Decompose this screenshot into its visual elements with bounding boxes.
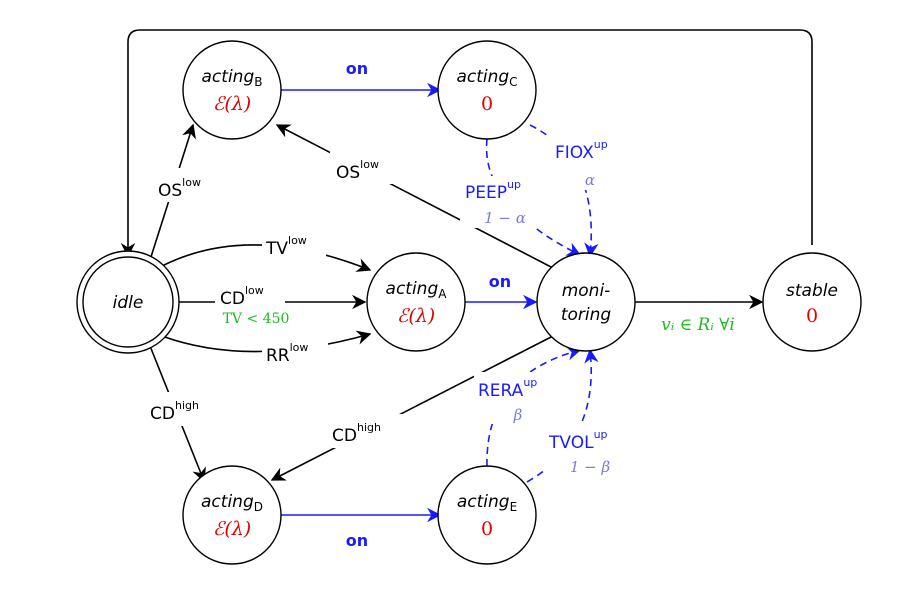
state-actingC-sub: C — [509, 75, 517, 89]
state-stable: stable 0 — [762, 252, 862, 352]
label-cd-high-1: CDhigh — [146, 392, 222, 426]
state-actingB-name: acting — [202, 67, 255, 87]
edge-idle-to-actingA-rr — [161, 330, 372, 353]
state-actingD-value: ℰ(λ) — [213, 518, 251, 540]
label-peep-up-sup: up — [507, 178, 521, 191]
state-actingA-value: ℰ(λ) — [397, 305, 435, 327]
label-os-low-2-base: OS — [336, 163, 360, 183]
label-fiox-prob: α — [585, 171, 595, 189]
svg-text:CDhigh: CDhigh — [332, 421, 381, 446]
svg-text:TVlow: TVlow — [265, 234, 307, 259]
state-actingB-value: ℰ(λ) — [213, 93, 251, 115]
label-peep-up-base: PEEP — [465, 183, 507, 203]
state-idle: idle — [76, 250, 180, 354]
label-cd-high-1-base: CD — [150, 404, 175, 424]
svg-text:actingB: actingB — [202, 67, 263, 89]
state-actingD-name: acting — [201, 492, 254, 512]
state-actingD: actingD ℰ(λ) — [182, 465, 282, 565]
label-os-low-1-sup: low — [182, 176, 201, 189]
label-fiox-up-sup: up — [594, 138, 608, 151]
state-actingC-value: 0 — [481, 93, 493, 115]
state-idle-label: idle — [113, 293, 144, 313]
svg-text:OSlow: OSlow — [336, 158, 379, 183]
edge-stable-to-idle — [120, 29, 813, 258]
svg-text:FIOXup: FIOXup — [555, 138, 608, 163]
label-os-low-1-base: OS — [158, 181, 182, 201]
state-monitoring-label-2: toring — [561, 305, 612, 325]
label-tv-low-sup: low — [288, 234, 307, 247]
state-actingE-sub: E — [510, 500, 518, 514]
edge-monitoring-to-actingB — [275, 124, 554, 269]
label-stable-guard: vᵢ ∈ Rᵢ ∀i — [661, 315, 735, 335]
svg-text:TVOLup: TVOLup — [548, 428, 608, 453]
svg-text:actingC: actingC — [456, 67, 517, 89]
label-rera-prob: β — [513, 406, 523, 424]
svg-text:actingD: actingD — [201, 492, 263, 514]
state-actingB: actingB ℰ(λ) — [182, 40, 282, 140]
label-rr-low-sup: low — [290, 341, 309, 354]
state-monitoring-label-1: moni- — [562, 281, 611, 301]
label-on-d-e: on — [346, 531, 368, 550]
svg-text:actingE: actingE — [457, 492, 517, 514]
label-on-b-c: on — [346, 59, 368, 78]
state-actingA-sub: A — [438, 287, 447, 301]
label-on-a-mon: on — [489, 272, 511, 291]
label-os-low-2-sup: low — [360, 158, 379, 171]
label-tvol-up: TVOLup 1 − β — [544, 424, 636, 476]
label-os-low-1: OSlow — [150, 168, 202, 202]
svg-text:OSlow: OSlow — [158, 176, 201, 201]
label-tv-low-base: TV — [265, 239, 288, 259]
svg-text:CDhigh: CDhigh — [150, 399, 199, 424]
label-os-low-2: OSlow — [330, 150, 400, 184]
svg-text:RERAup: RERAup — [478, 376, 537, 401]
state-actingE-value: 0 — [481, 518, 493, 540]
state-actingD-sub: D — [254, 500, 263, 514]
label-rr-low: RRlow — [262, 337, 328, 367]
state-stable-value: 0 — [806, 305, 818, 327]
svg-text:CDlow: CDlow — [220, 284, 264, 309]
label-cd-low-base: CD — [220, 289, 245, 309]
label-tv-low: TVlow — [262, 229, 326, 259]
label-cd-low-sup: low — [245, 284, 264, 297]
label-cd-high-2-base: CD — [332, 426, 357, 446]
label-peep-up: PEEPup 1 − α — [460, 176, 542, 228]
label-rera-up: RERAup β — [474, 372, 560, 424]
svg-text:actingA: actingA — [386, 279, 448, 301]
label-rera-up-base: RERA — [478, 381, 524, 401]
svg-text:RRlow: RRlow — [266, 341, 308, 366]
state-actingB-sub: B — [254, 75, 262, 89]
label-cd-high-2: CDhigh — [328, 414, 404, 448]
state-actingA-name: acting — [386, 279, 439, 299]
label-cd-high-1-sup: high — [175, 399, 199, 412]
label-cd-high-2-sup: high — [357, 421, 381, 434]
label-peep-prob: 1 − α — [484, 209, 526, 227]
state-actingC: actingC 0 — [437, 40, 537, 140]
label-fiox-up: FIOXup α — [550, 134, 628, 190]
label-fiox-up-base: FIOX — [555, 143, 594, 163]
edge-idle-to-actingA-tv — [161, 244, 372, 272]
state-monitoring: moni- toring — [536, 252, 636, 352]
label-rera-up-sup: up — [523, 376, 537, 389]
label-cd-low: CDlow TV < 450 — [215, 280, 289, 327]
label-tvol-up-sup: up — [594, 428, 608, 441]
state-actingE-name: acting — [457, 492, 510, 512]
svg-text:PEEPup: PEEPup — [465, 178, 521, 203]
label-tvol-up-base: TVOL — [548, 433, 594, 453]
state-actingE: actingE 0 — [437, 465, 537, 565]
label-rr-low-base: RR — [266, 346, 290, 366]
label-tvol-prob: 1 − β — [570, 458, 611, 476]
state-actingC-name: acting — [456, 67, 509, 87]
edge-monitoring-to-actingD — [270, 335, 554, 481]
label-tv-guard: TV < 450 — [223, 311, 290, 327]
state-actingA: actingA ℰ(λ) — [366, 252, 466, 352]
state-stable-label: stable — [786, 281, 838, 301]
